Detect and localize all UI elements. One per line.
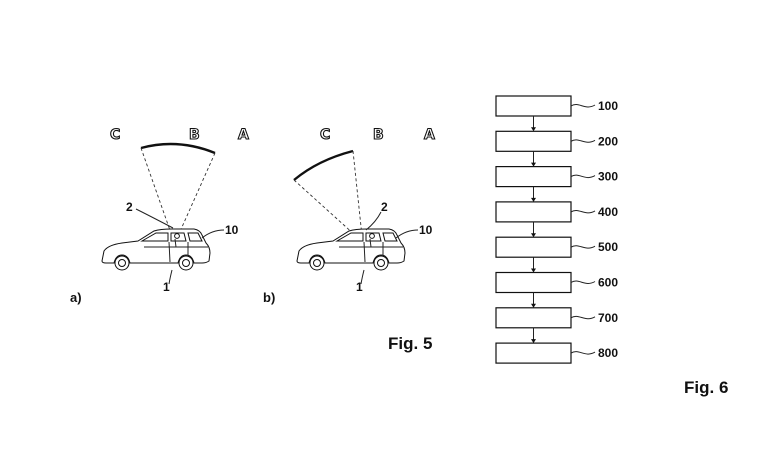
flow-step-box: [495, 236, 572, 258]
vehicle-image: [101, 228, 211, 271]
fov-boundary-left: [293, 179, 357, 237]
zone-label-b: B: [189, 127, 200, 143]
ref-sensor-label: 2: [381, 200, 388, 214]
flow-step-leader-line: [570, 315, 596, 320]
vehicle-image: [296, 228, 406, 271]
ref-person-label: 1: [356, 280, 363, 294]
flow-step-leader-line: [570, 209, 596, 214]
flow-step-label: 700: [598, 311, 618, 325]
leader-line-10: [395, 229, 419, 239]
flow-step-leader-line: [570, 280, 596, 284]
flow-step-box: [495, 95, 572, 117]
flow-step-leader-line: [570, 351, 596, 355]
flow-step-box: [495, 307, 572, 329]
leader-line-2: [135, 208, 174, 229]
zone-label-c: C: [320, 127, 331, 143]
leader-line-2: [365, 211, 382, 231]
flow-step-leader-line: [570, 104, 596, 108]
flow-arrowhead-icon: [531, 268, 536, 273]
field-of-view-arc: [293, 149, 354, 181]
zone-label-b: B: [373, 127, 384, 143]
flow-step-label: 500: [598, 240, 618, 254]
zone-label-c: C: [110, 127, 121, 143]
flow-step-box: [495, 271, 572, 294]
ref-sensor-label: 2: [126, 200, 133, 214]
leader-line-1: [168, 269, 173, 285]
fig5-panel-b: C B A 2 10 1 b): [263, 126, 435, 305]
fov-boundary-right: [352, 150, 363, 237]
leader-line-1: [360, 269, 365, 285]
flow-arrowhead-icon: [531, 197, 536, 202]
flow-step-box: [495, 201, 572, 223]
flow-arrowhead-icon: [531, 339, 536, 344]
flow-step-label: 100: [598, 99, 618, 113]
flow-step-box: [495, 342, 572, 364]
flow-step-label: 200: [598, 134, 618, 148]
flow-step-leader-line: [570, 174, 596, 179]
fig6-flowchart: 100 200 300 400 500 600 700 800: [495, 95, 618, 364]
flow-step-label: 600: [598, 276, 618, 290]
flow-arrowhead-icon: [531, 162, 536, 167]
flow-step-label: 800: [598, 346, 618, 360]
panel-b-label: b): [263, 290, 275, 305]
flow-step-leader-line: [570, 245, 596, 249]
flow-step-box: [495, 130, 572, 152]
field-of-view-arc: [140, 142, 216, 155]
fov-boundary-left: [140, 147, 173, 237]
ref-vehicle-label: 10: [419, 223, 433, 237]
leader-line-10: [201, 229, 225, 239]
fov-boundary-right: [177, 152, 216, 237]
flow-step-label: 300: [598, 170, 618, 184]
zone-label-a: A: [424, 127, 435, 143]
flow-arrowhead-icon: [531, 303, 536, 308]
flow-step-label: 400: [598, 205, 618, 219]
flow-step-box: [495, 166, 572, 188]
flow-step-leader-line: [570, 139, 596, 143]
zone-label-a: A: [238, 127, 249, 143]
flow-arrowhead-icon: [531, 127, 536, 132]
panel-a-label: a): [70, 290, 82, 305]
fig5-panel-a: C B A 2 10 1 a): [70, 126, 249, 305]
ref-person-label: 1: [163, 280, 170, 294]
flow-arrowhead-icon: [531, 233, 536, 238]
fig6-caption: Fig. 6: [684, 378, 728, 397]
ref-vehicle-label: 10: [225, 223, 239, 237]
fig5-caption: Fig. 5: [388, 334, 432, 353]
